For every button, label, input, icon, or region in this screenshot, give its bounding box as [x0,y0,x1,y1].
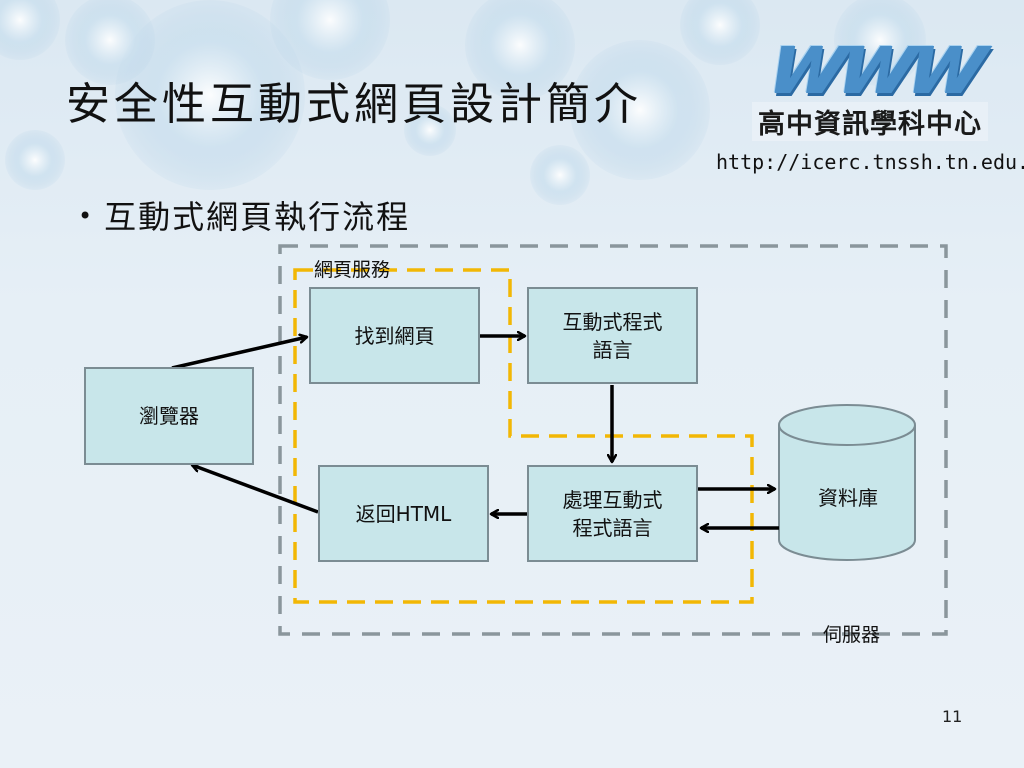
bullet-item: • 互動式網頁執行流程 [78,192,410,238]
server-boundary [278,244,948,636]
arrow-return-to-browser [192,465,319,514]
database-cylinder [778,404,916,561]
page-number: 11 [942,707,963,726]
logo-name: 高中資訊學科中心 [752,102,988,141]
bullet-text: 互動式網頁執行流程 [104,198,411,236]
database-label: 資料庫 [818,486,878,510]
process-language-node: 處理互動式 程式語言 [527,465,698,562]
return-html-node: 返回HTML [318,465,489,562]
interactive-language-node: 互動式程式 語言 [527,287,698,384]
logo: www 高中資訊學科中心 http://icerc.tnssh.tn.edu.t… [716,8,1024,178]
slide-title: 安全性互動式網頁設計簡介 [66,79,642,130]
arrow-browser-to-find [171,337,307,370]
bullet-marker: • [78,202,95,230]
web-service-boundary [293,268,754,604]
browser-node: 瀏覽器 [84,367,254,465]
find-page-node: 找到網頁 [309,287,480,384]
logo-url: http://icerc.tnssh.tn.edu.tw [716,150,1024,174]
web-service-label: 網頁服務 [314,259,391,281]
server-label: 伺服器 [823,624,881,646]
